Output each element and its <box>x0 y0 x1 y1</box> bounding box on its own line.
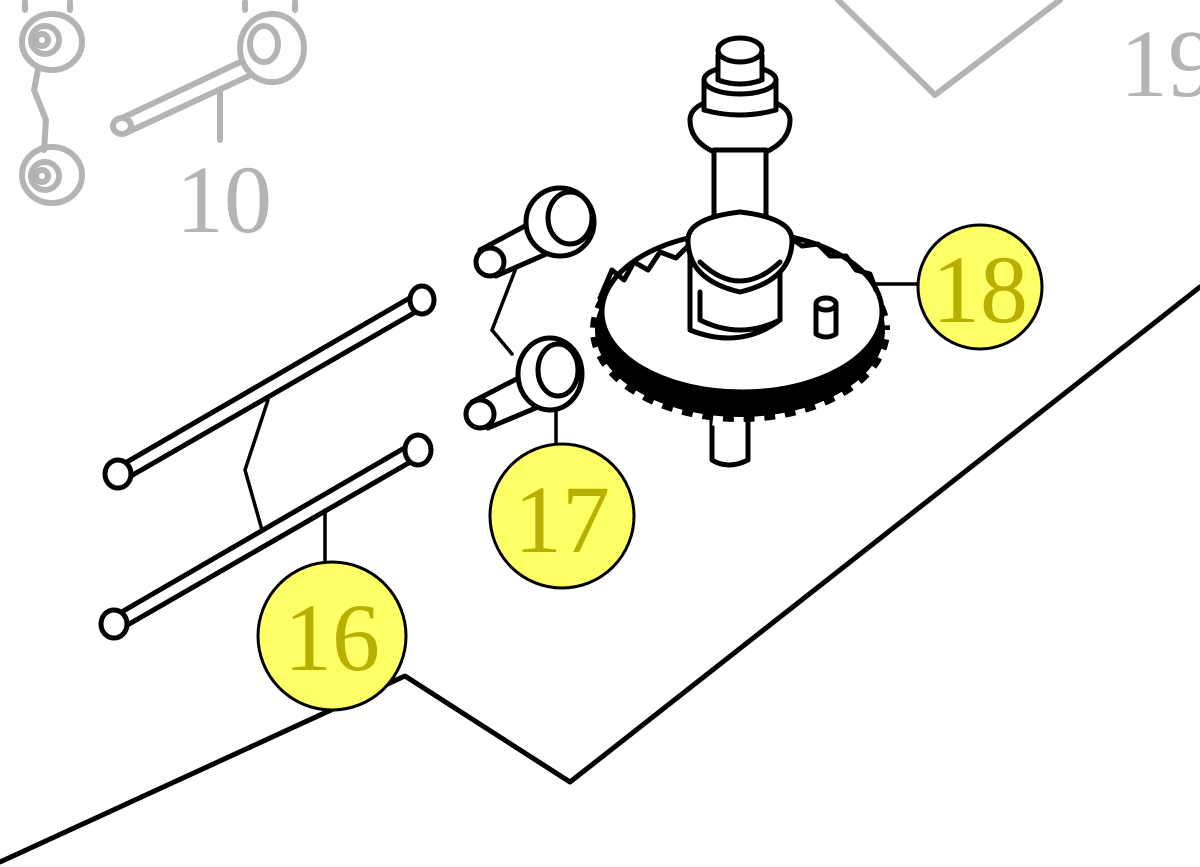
part-10-label: 10 <box>176 146 272 253</box>
callout-18-label: 18 <box>932 236 1028 343</box>
callout-17-label: 17 <box>514 466 610 573</box>
push-rods <box>98 283 437 641</box>
callout-16-label: 16 <box>284 584 380 691</box>
camshaft-gear <box>585 35 962 468</box>
callout-16[interactable]: 16 <box>256 560 408 712</box>
faded-part-19: 19 <box>835 0 1200 117</box>
callout-18[interactable]: 18 <box>916 223 1044 351</box>
callout-17[interactable]: 17 <box>488 442 636 590</box>
part-19-label: 19 <box>1120 10 1200 117</box>
base-plate-outline <box>0 284 1200 865</box>
tappets <box>463 185 597 462</box>
faded-part-10: 10 <box>19 0 307 253</box>
